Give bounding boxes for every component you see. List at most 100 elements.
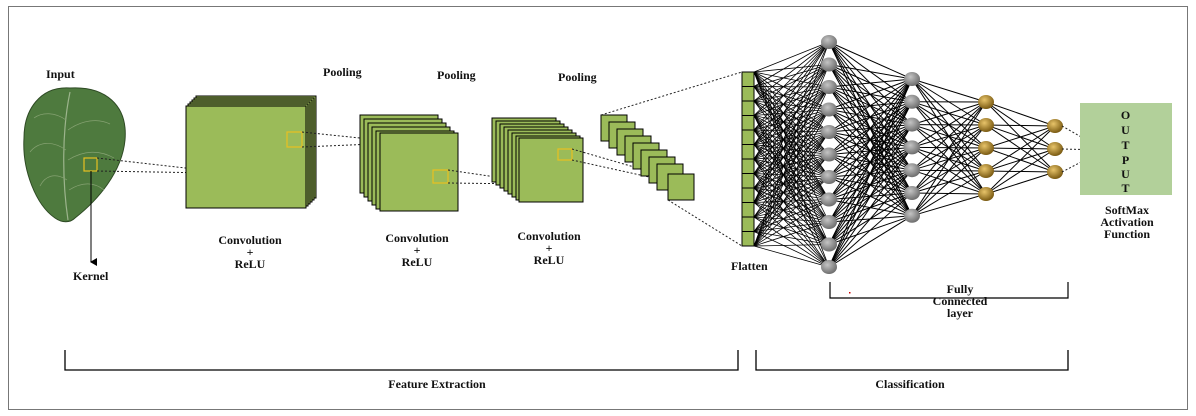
- fc-connection: [753, 41, 830, 116]
- fc-connection: [753, 100, 830, 110]
- conv1-feature-maps: [185, 95, 317, 209]
- fc-connection: [753, 221, 830, 247]
- fc-connection: [753, 71, 830, 223]
- fc-connection: [753, 202, 830, 223]
- fc-connection: [753, 41, 830, 102]
- fc-connection: [911, 101, 987, 126]
- fc-connection: [753, 158, 830, 223]
- fc-connection: [753, 71, 830, 88]
- fc-connection: [753, 64, 830, 73]
- fc-connection: [753, 173, 830, 223]
- fc-connection: [753, 131, 830, 218]
- pool3-to-flatten-projection: [600, 71, 743, 247]
- fc-connection: [753, 176, 830, 203]
- fc-neuron-grey: [904, 94, 920, 109]
- fc-connection: [753, 154, 830, 174]
- output-letter: T: [1121, 138, 1131, 152]
- flatten-cell: [741, 216, 755, 232]
- fc-connection: [753, 187, 830, 200]
- fc-neuron-grey: [904, 140, 920, 155]
- pool3-feature-maps: [600, 114, 695, 201]
- flatten-label: Flatten: [731, 259, 768, 273]
- fc-connection: [753, 109, 830, 218]
- fc-connection: [985, 125, 1056, 195]
- fc-connection: [753, 71, 830, 245]
- fc-connection: [753, 86, 830, 102]
- conv2-kernel-box: [557, 148, 573, 161]
- fc-connection: [753, 158, 830, 178]
- conv1-kernel-box: [286, 131, 303, 148]
- fc-connection: [753, 176, 830, 247]
- fc-connection: [828, 64, 913, 80]
- fc-connection: [985, 125, 1056, 172]
- fc-connection: [753, 173, 830, 178]
- flatten-cell: [741, 100, 755, 116]
- fc-neuron-grey: [904, 72, 920, 86]
- fc-connection: [828, 78, 913, 268]
- fc-connection: [828, 78, 913, 155]
- fc-connection: [753, 41, 830, 131]
- fc-connection: [753, 100, 830, 200]
- fc-connection: [828, 78, 913, 178]
- fc-connection: [753, 86, 830, 189]
- fc-connection: [753, 109, 830, 116]
- output-letter: U: [1121, 167, 1131, 181]
- fc-neuron-grey: [821, 80, 837, 94]
- fc-connection: [753, 154, 830, 160]
- fc-connection: [753, 115, 830, 223]
- fc-connection: [753, 187, 830, 223]
- fc-connection: [753, 86, 830, 247]
- fc-connection: [753, 176, 830, 232]
- fc-connection: [911, 101, 987, 194]
- fc-neurons: [821, 35, 1063, 274]
- fc-connection: [753, 129, 830, 245]
- output-box: O U T P U T: [1080, 103, 1172, 195]
- fc-connection: [753, 109, 830, 247]
- fc-connection: [753, 158, 830, 268]
- flatten-cell: [741, 158, 755, 174]
- fc-connection: [828, 78, 913, 110]
- fc-neuron-grey: [904, 163, 920, 178]
- fc-neuron-grey: [821, 57, 837, 72]
- fc-connection: [911, 101, 987, 148]
- fc-connection: [753, 115, 830, 133]
- fc-connection: [985, 171, 1056, 195]
- fc-neuron-grey: [904, 117, 920, 132]
- fc-connection: [753, 144, 830, 245]
- fc-neuron-grey: [821, 170, 837, 184]
- fc-connection: [753, 129, 830, 223]
- fc-connection: [753, 115, 830, 268]
- fc-neuron-grey: [821, 147, 837, 162]
- fc-connection: [911, 124, 987, 217]
- fc-connection: [753, 71, 830, 133]
- fc-connection: [753, 64, 830, 102]
- fc-neuron-grey: [821, 237, 837, 252]
- fc-connection: [753, 41, 830, 203]
- output-letter: T: [1121, 181, 1131, 195]
- fc-connection: [753, 158, 830, 245]
- fc-neuron-gold: [978, 118, 994, 132]
- output-letter: P: [1121, 153, 1131, 167]
- fc-connection: [753, 245, 830, 268]
- fc-neuron-grey: [821, 125, 837, 139]
- fc-connection: [753, 86, 830, 174]
- fc-connection: [753, 71, 830, 155]
- fc-connection: [753, 86, 830, 178]
- fc-neuron-grey: [821, 35, 837, 49]
- fc-connection: [753, 131, 830, 160]
- fc-connection: [911, 101, 987, 217]
- fc-connection: [753, 187, 830, 245]
- fc-connection: [753, 199, 830, 247]
- fc-connection: [828, 215, 913, 268]
- fc-connection: [753, 131, 830, 247]
- fc-connection: [753, 64, 830, 174]
- fc-neuron-grey: [904, 186, 920, 200]
- fc-connections: [753, 41, 1056, 268]
- classification-label: Classification: [875, 377, 945, 391]
- flatten-cell: [741, 144, 755, 160]
- fc-neuron-grey: [821, 260, 837, 274]
- fc-neuron-gold: [978, 164, 994, 178]
